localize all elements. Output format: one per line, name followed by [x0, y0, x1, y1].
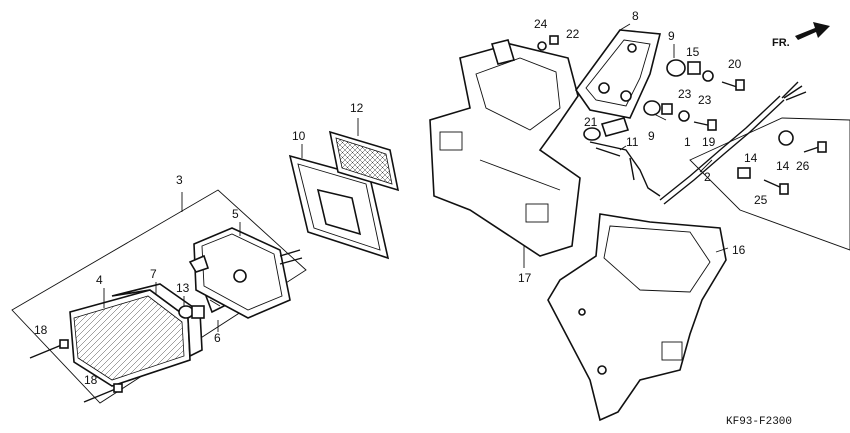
front-direction-arrow: FR.: [772, 22, 830, 49]
callout-18a: 18: [34, 323, 48, 337]
taillight-housing: [188, 227, 303, 319]
lens-gasket: [111, 283, 203, 358]
arrow-icon: [795, 22, 830, 40]
callout-5: 5: [232, 207, 239, 221]
callout-20: 20: [728, 57, 742, 71]
license-plate-bracket: [429, 39, 581, 257]
callout-9b: 9: [648, 129, 655, 143]
callout-22: 22: [566, 27, 580, 41]
callout-14b: 14: [776, 159, 790, 173]
callout-26: 26: [796, 159, 810, 173]
callout-9a: 9: [668, 29, 675, 43]
drawing-code: KF93-F2300: [726, 416, 792, 428]
callout-6: 6: [214, 331, 221, 345]
fastener-kit-box: [689, 117, 850, 251]
callout-16: 16: [732, 243, 746, 257]
callout-4: 4: [96, 273, 103, 287]
direction-label: FR.: [772, 37, 790, 49]
bulb: [178, 305, 205, 319]
callout-10: 10: [292, 129, 306, 143]
callout-21: 21: [584, 115, 598, 129]
callout-3: 3: [176, 173, 183, 187]
wire-harness: [589, 141, 661, 197]
callout-17: 17: [518, 271, 532, 285]
leader-lines: [103, 23, 729, 332]
fasteners-group: [537, 35, 745, 141]
callout-labels: 1 2 3 4 5 6 7 8 9 9 10 11 12 13 14 14 15…: [34, 9, 810, 387]
callout-8: 8: [632, 9, 639, 23]
callout-23a: 23: [698, 93, 712, 107]
callout-12: 12: [350, 101, 364, 115]
screws: [29, 339, 123, 403]
license-light-frame: [288, 154, 390, 260]
callout-14a: 14: [744, 151, 758, 165]
callout-24: 24: [534, 17, 548, 31]
callout-2: 2: [704, 170, 711, 184]
cable: [659, 81, 807, 205]
cover-plate: [575, 29, 662, 119]
callout-25: 25: [754, 193, 768, 207]
callout-13: 13: [176, 281, 190, 295]
callout-1: 1: [684, 135, 691, 149]
taillight-assembly-box: [11, 189, 307, 404]
callout-18b: 18: [84, 373, 98, 387]
callout-11: 11: [626, 135, 639, 149]
callout-23b: 23: [678, 87, 692, 101]
taillight-lens: [69, 289, 191, 387]
callout-15: 15: [686, 45, 700, 59]
callout-7: 7: [150, 267, 157, 281]
callout-19: 19: [702, 135, 716, 149]
reflector: [328, 130, 400, 192]
rear-fender-bracket: [547, 213, 727, 422]
